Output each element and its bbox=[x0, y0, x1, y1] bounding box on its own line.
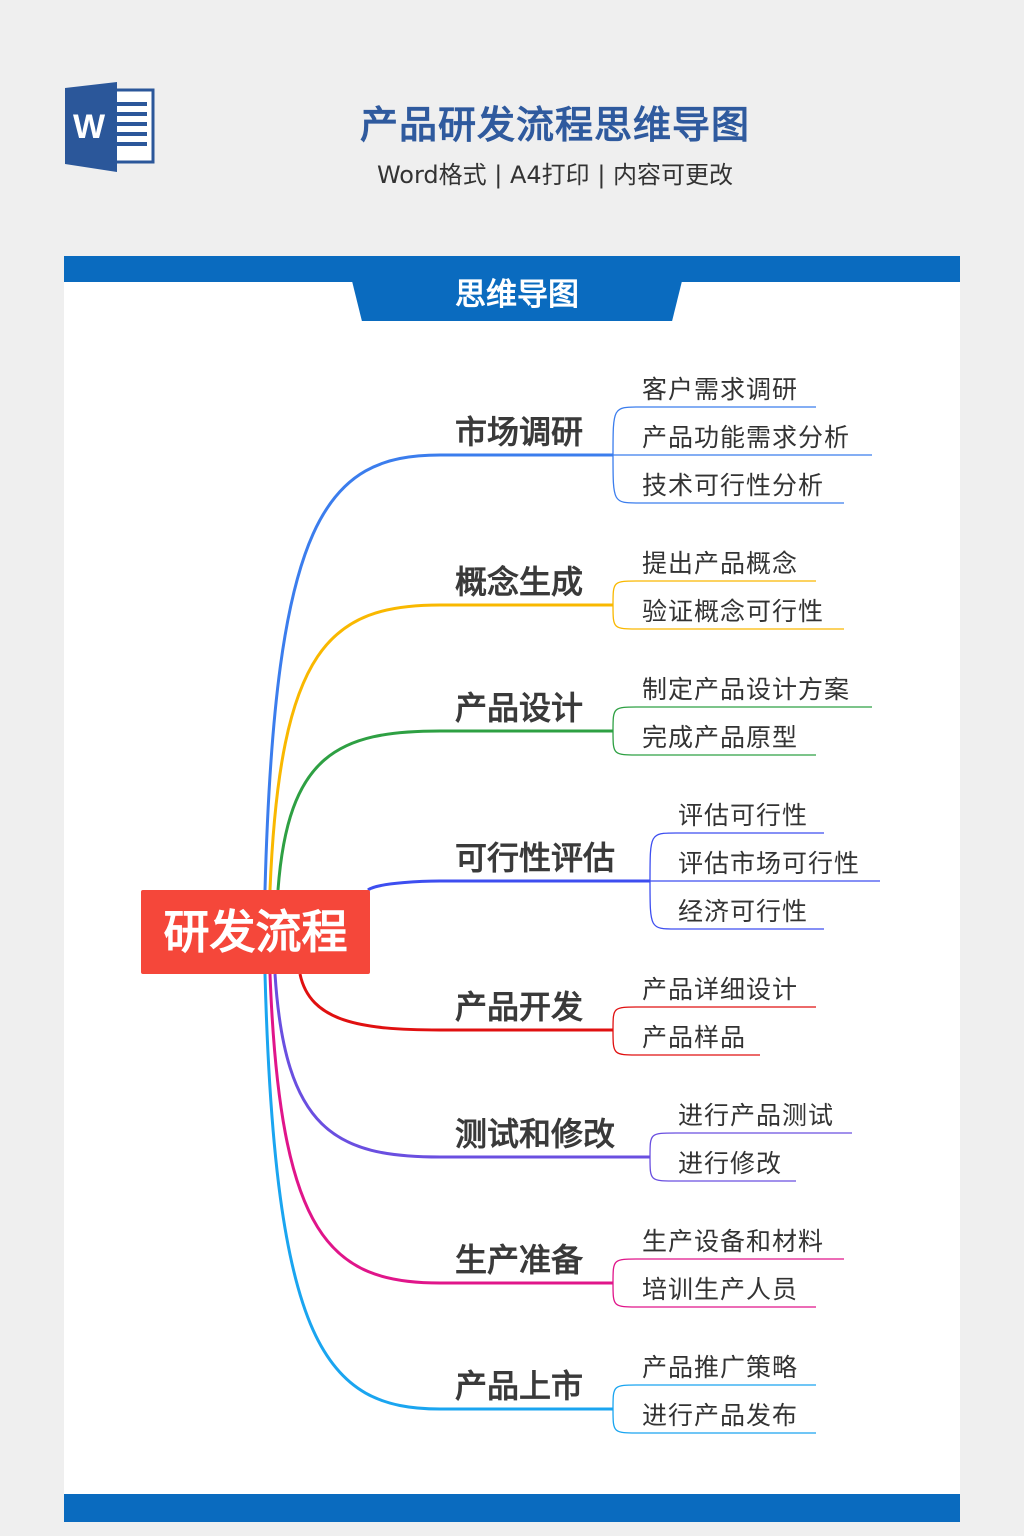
word-document-icon: W bbox=[65, 82, 157, 172]
child-node: 产品详细设计 bbox=[642, 975, 799, 1004]
section-tab-label: 思维导图 bbox=[455, 277, 579, 313]
child-node: 经济可行性 bbox=[678, 897, 809, 926]
branch-node: 市场调研 bbox=[455, 413, 584, 451]
child-node: 产品功能需求分析 bbox=[642, 423, 851, 452]
child-connector bbox=[612, 406, 816, 456]
child-node: 进行产品测试 bbox=[678, 1101, 835, 1130]
child-node: 提出产品概念 bbox=[642, 549, 799, 578]
child-node: 验证概念可行性 bbox=[642, 597, 825, 626]
child-node: 完成产品原型 bbox=[642, 723, 799, 752]
child-node: 客户需求调研 bbox=[642, 375, 799, 404]
child-node: 培训生产人员 bbox=[642, 1275, 799, 1304]
child-connector bbox=[649, 832, 824, 882]
branch-connector bbox=[263, 973, 613, 1411]
child-node: 评估可行性 bbox=[678, 801, 809, 830]
branch-connector bbox=[268, 603, 613, 891]
child-connector bbox=[612, 1408, 816, 1434]
child-connector bbox=[649, 1132, 852, 1158]
child-connector bbox=[612, 706, 872, 732]
child-connector bbox=[612, 730, 816, 756]
child-connector bbox=[612, 1384, 816, 1410]
branch-node: 生产准备 bbox=[455, 1241, 584, 1279]
child-node: 产品推广策略 bbox=[642, 1353, 799, 1382]
panel-bottom-bar bbox=[64, 1494, 960, 1522]
branch-connector bbox=[276, 729, 613, 891]
branch-node: 测试和修改 bbox=[455, 1115, 616, 1153]
child-node: 技术可行性分析 bbox=[642, 471, 825, 500]
child-connector bbox=[649, 880, 824, 930]
child-node: 进行修改 bbox=[678, 1149, 783, 1178]
page-subtitle: Word格式 | A4打印 | 内容可更改 bbox=[376, 161, 734, 189]
panel-top-bar bbox=[64, 256, 960, 282]
word-icon-letter: W bbox=[73, 108, 106, 146]
branch-node: 概念生成 bbox=[455, 563, 584, 601]
child-connector bbox=[612, 454, 844, 504]
child-connector bbox=[612, 1258, 844, 1284]
branch-node: 产品上市 bbox=[455, 1367, 584, 1405]
branch-node: 产品开发 bbox=[455, 988, 584, 1026]
branch-connector bbox=[268, 973, 613, 1285]
mindmap-root-node: 研发流程 bbox=[141, 890, 370, 974]
child-connector bbox=[612, 1006, 816, 1031]
section-tab bbox=[352, 281, 682, 321]
content-panel bbox=[64, 256, 960, 1522]
child-connector bbox=[612, 1282, 816, 1308]
branch-connector bbox=[273, 973, 650, 1159]
branch-connector bbox=[367, 879, 650, 892]
branch-connector bbox=[263, 453, 613, 891]
child-node: 进行产品发布 bbox=[642, 1401, 799, 1430]
child-connector bbox=[649, 1156, 796, 1182]
child-node: 产品样品 bbox=[642, 1023, 747, 1052]
child-connector bbox=[612, 604, 844, 630]
child-node: 生产设备和材料 bbox=[642, 1227, 825, 1256]
branch-node: 可行性评估 bbox=[455, 839, 616, 877]
child-connector bbox=[612, 580, 816, 606]
child-node: 评估市场可行性 bbox=[678, 849, 861, 878]
branch-node: 产品设计 bbox=[455, 689, 584, 727]
child-node: 制定产品设计方案 bbox=[642, 675, 851, 704]
child-connector bbox=[612, 1029, 760, 1056]
page-title: 产品研发流程思维导图 bbox=[359, 103, 750, 147]
branch-connector bbox=[298, 973, 613, 1032]
